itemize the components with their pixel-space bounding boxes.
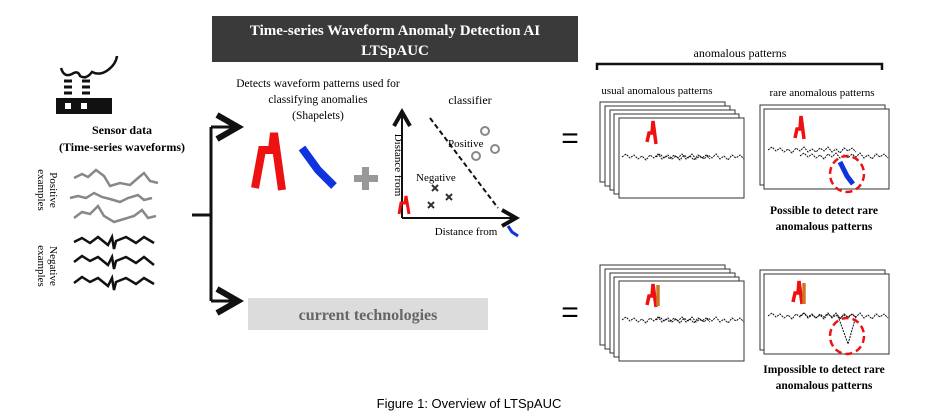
red-shapelet-small (397, 195, 411, 215)
title-line2: LTSpAUC (361, 43, 429, 59)
figure-caption: Figure 1: Overview of LTSpAUC (377, 396, 562, 411)
branch-arrows (192, 127, 238, 301)
negative-waveforms (73, 233, 155, 291)
shapelets-line3: (Shapelets) (292, 110, 344, 122)
blue-shapelet-small (506, 225, 519, 238)
anomalous-patterns-header: anomalous patterns (694, 46, 787, 60)
sensor-data-sublabel: (Time-series waveforms) (59, 140, 185, 154)
equals-sign-bottom: = (561, 296, 579, 329)
negative-label: Negative (416, 172, 456, 184)
negative-points (427, 184, 453, 209)
possible-line2: anomalous patterns (776, 221, 873, 233)
current-technologies-box (248, 298, 488, 330)
sensor-data-label: Sensor data (92, 123, 152, 137)
impossible-line2: anomalous patterns (776, 380, 873, 392)
possible-line1: Possible to detect rare (770, 205, 878, 217)
decision-boundary (429, 117, 499, 209)
blue-shapelet (298, 145, 337, 189)
positive-label: Positive (448, 138, 484, 150)
bracket (595, 62, 884, 70)
svg-text:examples: examples (35, 169, 47, 211)
rare-pattern-top (759, 104, 890, 194)
positive-examples-label: Positive examples (35, 169, 59, 211)
usual-patterns-label: usual anomalous patterns (601, 85, 712, 97)
impossible-line1: Impossible to detect rare (763, 364, 884, 376)
classifier-title: classifier (448, 93, 491, 107)
negative-examples-label: Negative examples (35, 245, 59, 287)
y-axis-label: Distance from (392, 134, 404, 197)
factory-icon (56, 55, 119, 114)
shapelets-line2: classifying anomalies (268, 94, 368, 106)
svg-text:Negative: Negative (47, 246, 59, 286)
red-shapelet (251, 132, 286, 191)
title-line1: Time-series Waveform Anomaly Detection A… (250, 23, 540, 39)
svg-text:Positive: Positive (47, 172, 59, 208)
title-banner: Time-series Waveform Anomaly Detection A… (212, 16, 578, 62)
x-axis-label: Distance from (435, 226, 498, 238)
positive-waveforms (69, 168, 159, 224)
rare-patterns-label: rare anomalous patterns (769, 87, 874, 99)
classifier-axes (402, 112, 516, 218)
usual-patterns-stack-bottom (599, 264, 745, 362)
rare-pattern-bottom (759, 269, 890, 356)
svg-text:examples: examples (35, 245, 47, 287)
positive-points (471, 126, 500, 161)
usual-patterns-stack-top (599, 101, 745, 199)
shapelets-line1: Detects waveform patterns used for (236, 78, 400, 90)
current-technologies-label: current technologies (299, 307, 438, 324)
plus-icon (354, 167, 378, 190)
equals-sign-top: = (561, 122, 579, 155)
